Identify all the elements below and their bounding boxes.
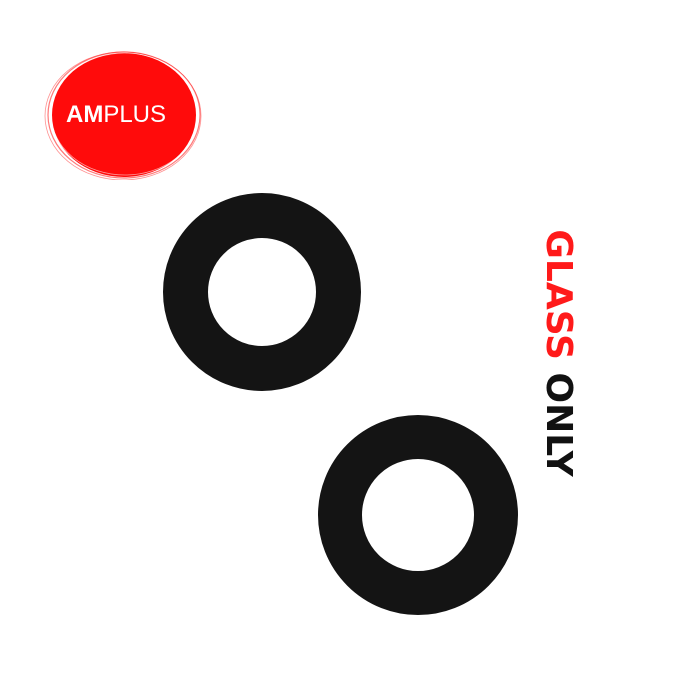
- brand-name-bold: AM: [66, 101, 104, 128]
- label-word-glass: GLASS: [538, 229, 579, 360]
- brand-name-regular: PLUS: [103, 101, 167, 128]
- brand-logo: AMPLUS: [44, 50, 204, 180]
- label-word-only: ONLY: [538, 372, 579, 477]
- circle-logo-icon: [44, 51, 202, 180]
- brand-name: AMPLUS: [66, 95, 186, 135]
- camera-lens-ring-icon: [318, 415, 518, 615]
- camera-lens-ring-icon: [163, 193, 361, 391]
- glass-only-label: GLASS ONLY: [538, 223, 579, 483]
